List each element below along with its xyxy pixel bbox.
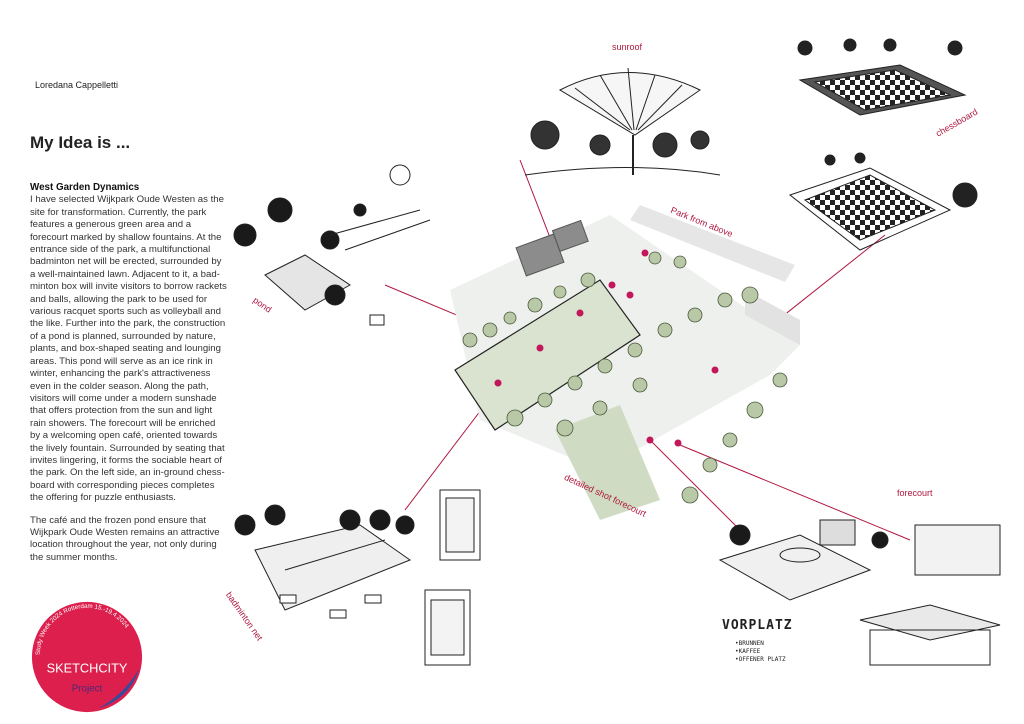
page-title: My Idea is ... [30, 133, 131, 152]
aerial-park-map [450, 205, 800, 520]
svg-text:Project: Project [72, 683, 103, 694]
vorplatz-item: •OFFENER PLATZ [735, 656, 786, 663]
vorplatz-list: •BRUNNEN •KAFFEE •OFFENER PLATZ [735, 640, 786, 664]
vorplatz-item: •KAFFEE [735, 648, 761, 655]
article: West Garden Dynamics I have selected Wij… [30, 182, 228, 574]
sunroof-sketch [524, 67, 721, 176]
cafe-sketch [859, 524, 1001, 666]
label-forecourt: forecourt [897, 488, 933, 498]
chessboard-sketch-1 [797, 38, 967, 116]
vorplatz-title: VORPLATZ [722, 618, 793, 633]
pond-sketch [233, 164, 431, 326]
badminton-box-sketch [424, 489, 481, 666]
map-pins [494, 249, 719, 447]
article-paragraph: I have selected Wijkpark Oude Westen as … [30, 194, 227, 504]
chessboard-sketch-2 [788, 152, 978, 251]
vorplatz-item: •BRUNNEN [735, 640, 764, 647]
article-paragraph: The café and the frozen pond ensure that… [30, 514, 220, 563]
svg-text:SKETCHCITY: SKETCHCITY [47, 661, 128, 676]
badminton-sketch [234, 504, 415, 619]
sketchcity-sticker-logo: Study Week 2024 Rotterdam 15.-19.4.2024 … [31, 601, 143, 713]
label-sunroof: sunroof [612, 42, 643, 52]
author-name: Loredana Cappelletti [35, 80, 119, 90]
article-heading: West Garden Dynamics [30, 182, 140, 193]
forecourt-sketch [718, 519, 889, 601]
